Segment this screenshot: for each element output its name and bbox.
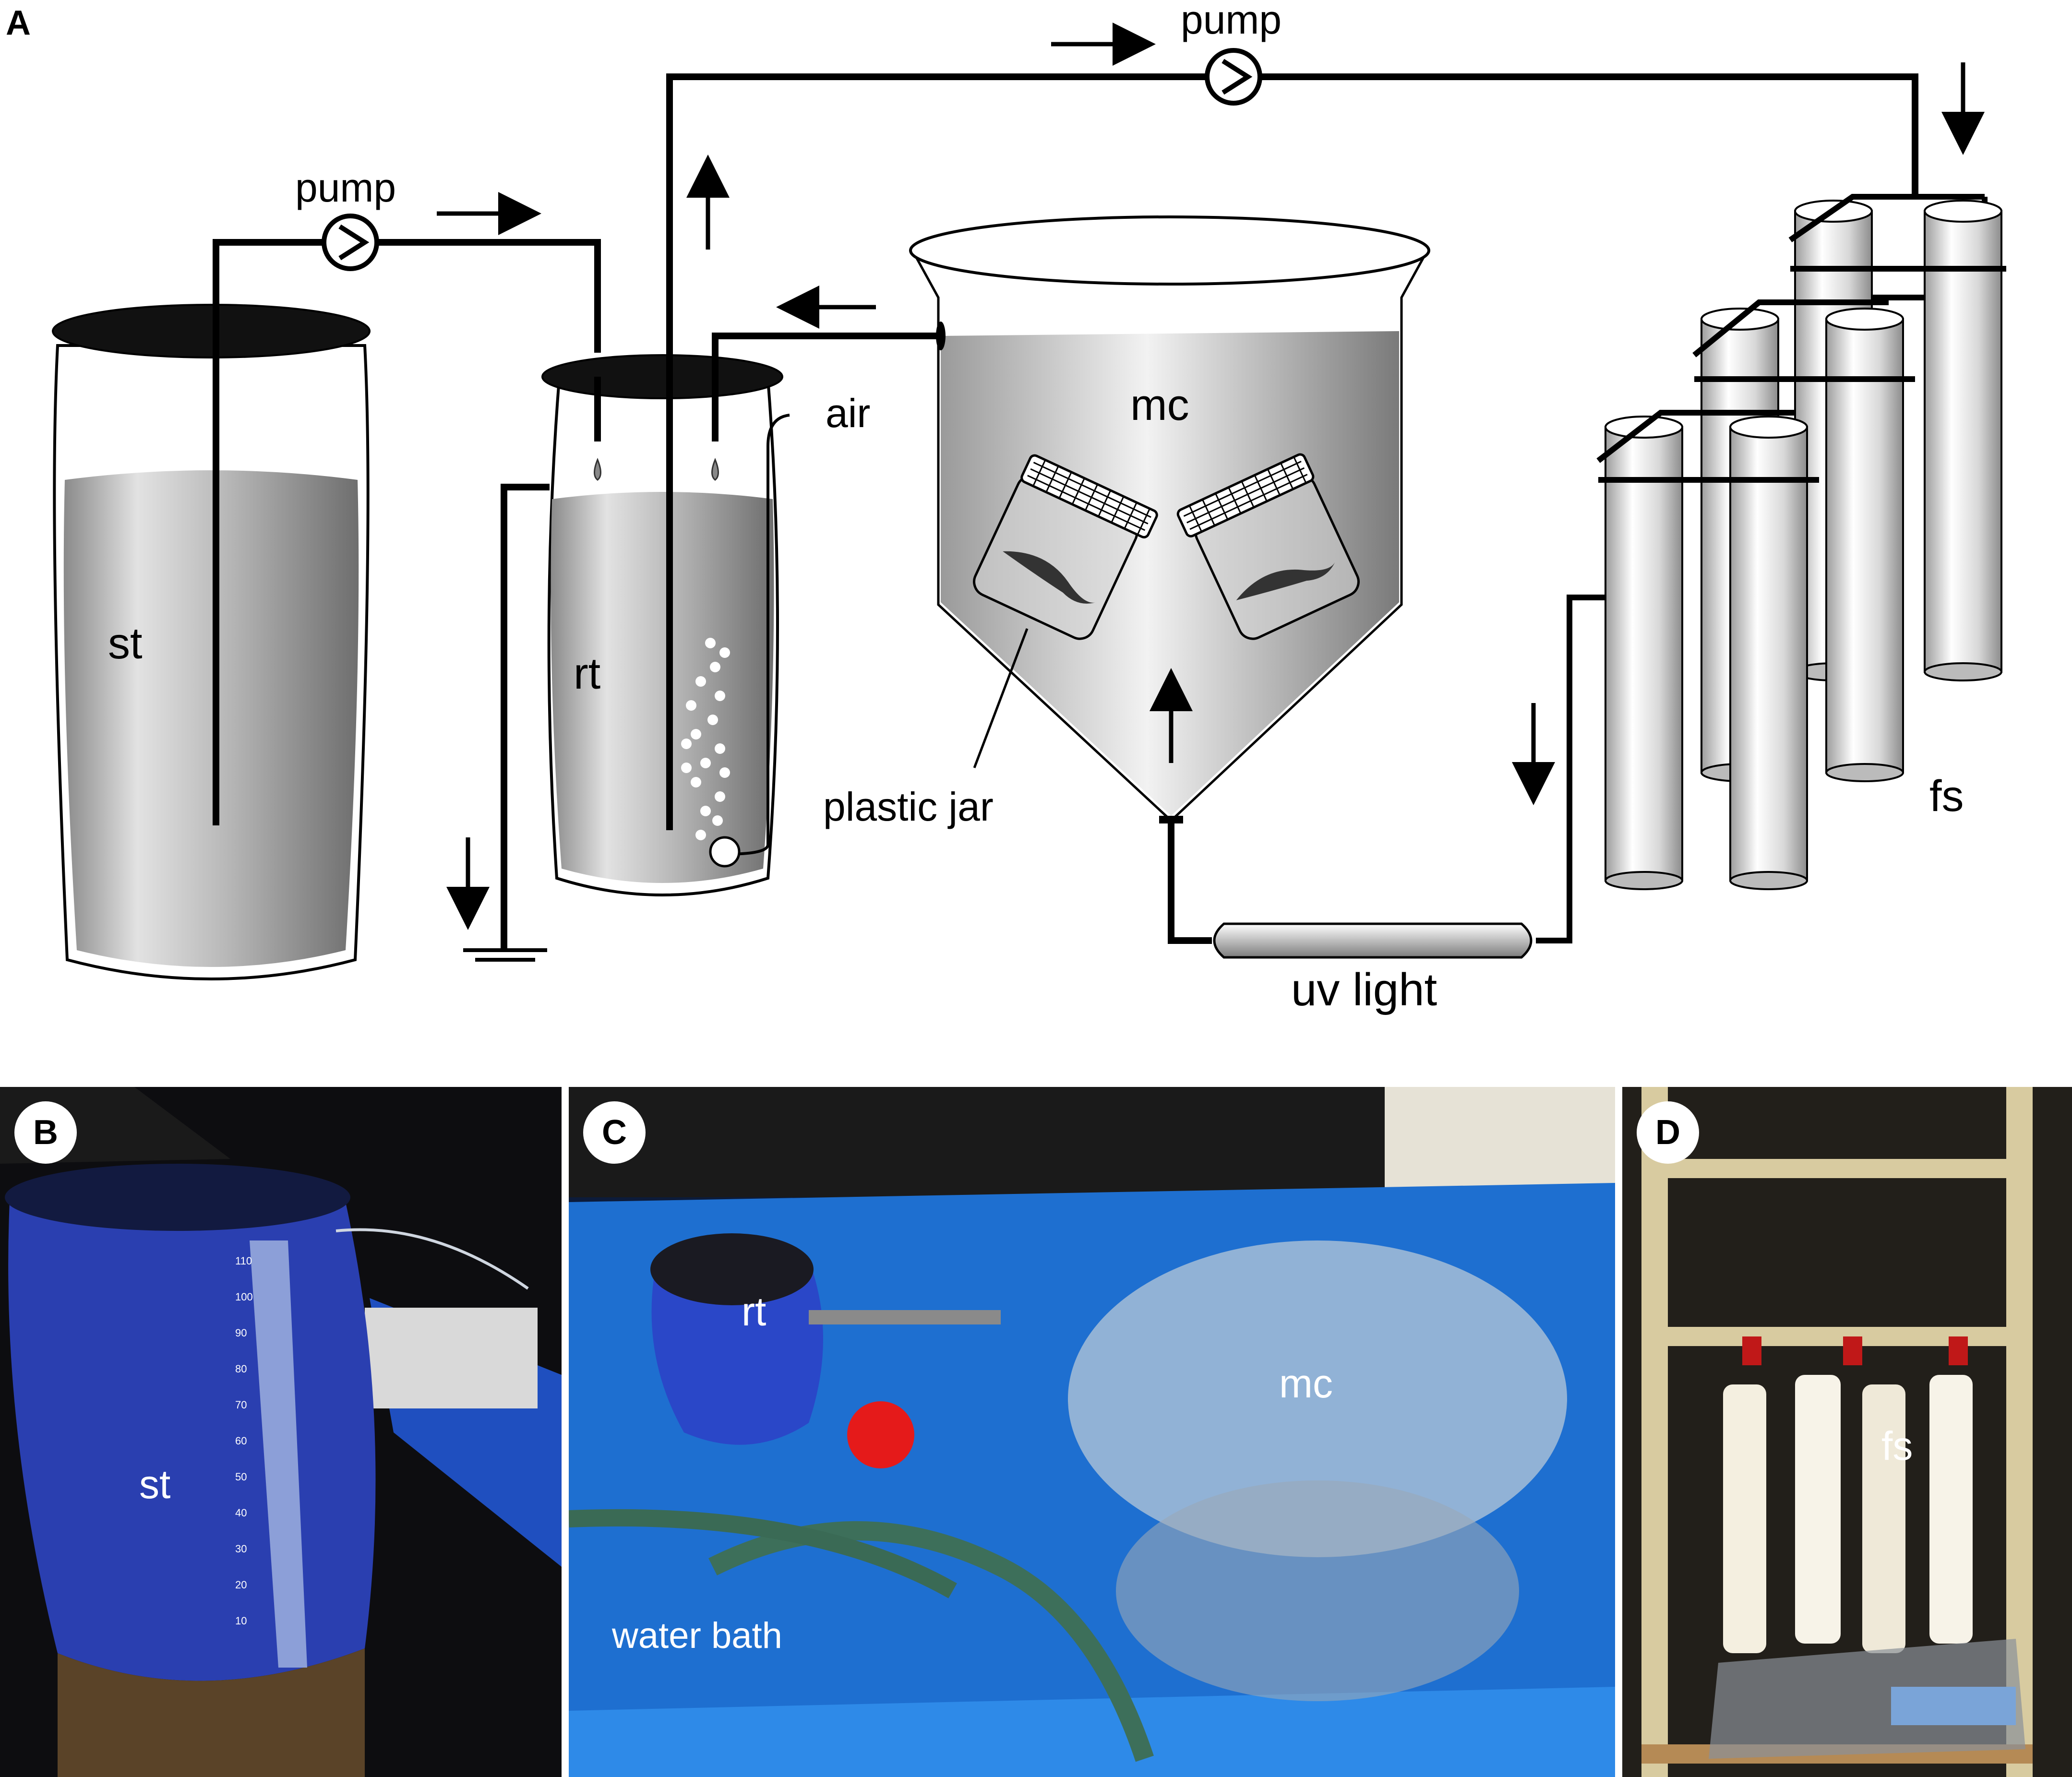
scale-mark: 70 xyxy=(235,1399,247,1411)
photo-label-water-bath: water bath xyxy=(612,1615,782,1656)
panel-a-schematic: A st pump xyxy=(6,0,2006,1015)
storage-tank-photo xyxy=(0,1087,562,1777)
scale-strip: 110 100 90 80 70 60 50 40 30 20 10 xyxy=(235,1255,269,1648)
photo-label-st: st xyxy=(139,1462,171,1507)
filter-system-photo xyxy=(1622,1087,2072,1777)
scale-mark: 100 xyxy=(235,1291,253,1303)
pipe-rt-to-filters xyxy=(666,73,1918,830)
pipe-mc-to-rt xyxy=(712,333,941,377)
main-chamber xyxy=(909,215,1430,823)
panel-b-letter: B xyxy=(14,1101,77,1164)
panel-c-letter: C xyxy=(583,1101,646,1164)
label-air: air xyxy=(826,391,870,436)
pipe-st-to-rt xyxy=(213,239,601,353)
scale-mark: 80 xyxy=(235,1363,247,1375)
scale-mark: 40 xyxy=(235,1507,247,1519)
uv-light-icon xyxy=(1213,922,1533,959)
scale-mark: 50 xyxy=(235,1471,247,1483)
scale-mark: 30 xyxy=(235,1543,247,1555)
photo-label-rt: rt xyxy=(742,1289,767,1334)
label-mc: mc xyxy=(1130,381,1189,429)
panel-a-letter: A xyxy=(6,4,31,42)
pump-top-icon xyxy=(1205,48,1262,106)
panel-c-photo: C rt mc water bath xyxy=(569,1087,1615,1777)
scale-mark: 110 xyxy=(235,1255,252,1267)
label-rt: rt xyxy=(574,649,600,698)
label-st: st xyxy=(108,619,143,668)
main-setup-photo xyxy=(569,1087,1615,1777)
panel-b-photo: B st 110 100 90 80 70 60 50 40 30 20 10 xyxy=(0,1087,562,1777)
panel-d-letter: D xyxy=(1637,1101,1699,1164)
photo-label-fs: fs xyxy=(1881,1423,1913,1468)
photo-label-mc: mc xyxy=(1279,1361,1333,1406)
label-fs: fs xyxy=(1929,772,1964,821)
pump-left-icon xyxy=(322,214,379,271)
reservoir-tank xyxy=(463,354,790,962)
label-pump-left: pump xyxy=(295,165,396,210)
label-plastic-jar: plastic jar xyxy=(823,784,994,829)
label-pump-top: pump xyxy=(1181,0,1282,42)
scale-mark: 90 xyxy=(235,1327,247,1339)
panel-d-photo: D fs xyxy=(1622,1087,2072,1777)
pipe-mc-to-uv xyxy=(1168,823,1212,944)
storage-tank xyxy=(52,304,371,980)
filter-system xyxy=(1596,194,2006,890)
scale-mark: 20 xyxy=(235,1579,247,1591)
label-uv-light: uv light xyxy=(1291,964,1437,1015)
scale-mark: 60 xyxy=(235,1435,247,1447)
scale-mark: 10 xyxy=(235,1615,247,1627)
